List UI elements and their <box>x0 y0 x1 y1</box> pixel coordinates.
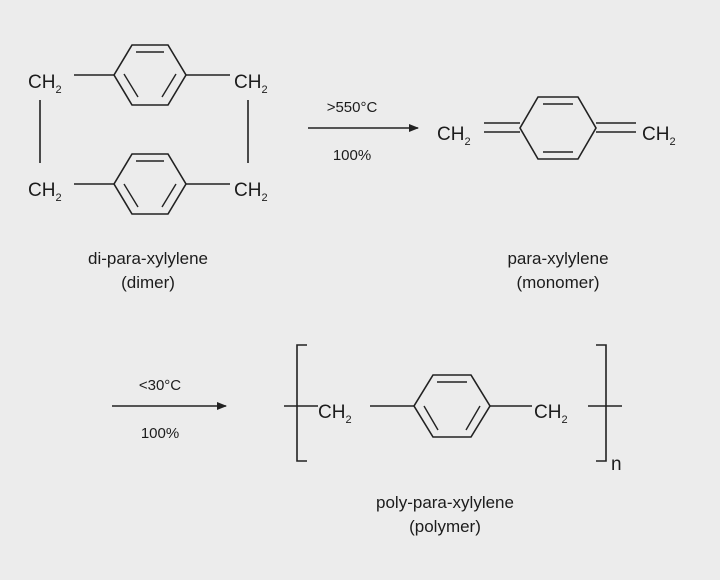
dimer-ch2-bottom-left: CH2 <box>28 180 62 204</box>
dimer-bottom-benzene-ring <box>113 153 187 215</box>
monomer-quinoid-ring <box>519 96 597 160</box>
monomer-name: para-xylylene <box>507 249 608 268</box>
dimer-ch2-bottom-right: CH2 <box>234 180 268 204</box>
dimer-role: (dimer) <box>121 273 175 292</box>
monomer-role: (monomer) <box>516 273 599 292</box>
polymer-right-bracket <box>596 344 607 462</box>
monomer-ch2-right: CH2 <box>642 124 676 148</box>
polymer-benzene-ring <box>413 374 491 438</box>
polymer-name: poly-para-xylylene <box>376 493 514 512</box>
step2-yield: 100% <box>141 425 179 442</box>
monomer-structure: CH2 CH2 para-xylylene (monomer) <box>437 96 676 292</box>
dimer-structure: CH2 CH2 CH2 CH2 di-para-xylylene (dimer) <box>28 44 268 292</box>
step1-yield: 100% <box>333 147 371 164</box>
step1-condition: >550°C <box>327 99 378 116</box>
dimer-top-benzene-ring <box>113 44 187 106</box>
monomer-ch2-left: CH2 <box>437 124 471 148</box>
polymer-ch2-left: CH2 <box>318 402 352 426</box>
polymer-role: (polymer) <box>409 517 481 536</box>
dimer-ch2-top-right: CH2 <box>234 72 268 96</box>
polymer-left-bracket <box>296 344 307 462</box>
polymer-ch2-right: CH2 <box>534 402 568 426</box>
polymer-structure: CH2 CH2 n poly-para-xylylene (polymer) <box>284 344 622 536</box>
step1-reaction-arrow: >550°C 100% <box>308 99 419 164</box>
dimer-name: di-para-xylylene <box>88 249 208 268</box>
step2-reaction-arrow: <30°C 100% <box>112 377 227 442</box>
dimer-ch2-top-left: CH2 <box>28 72 62 96</box>
step2-condition: <30°C <box>139 377 181 394</box>
polymer-repeat-subscript: n <box>611 454 622 475</box>
